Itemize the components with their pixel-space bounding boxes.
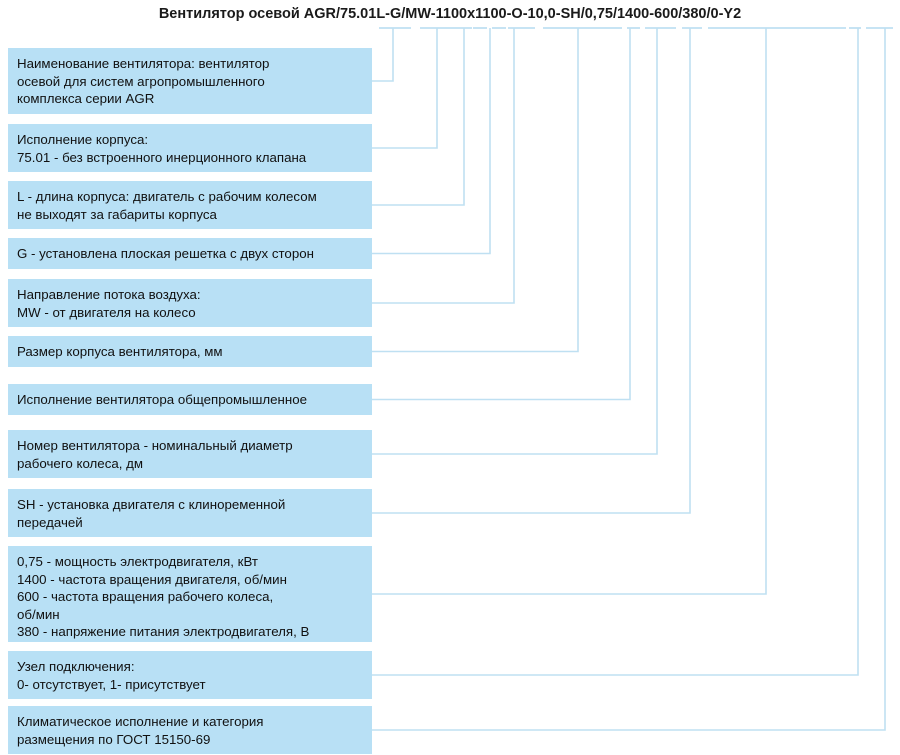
callout-box-flat-grille: G - установлена плоская решетка с двух с…	[8, 238, 372, 269]
callout-box-airflow-direction: Направление потока воздуха: MW - от двига…	[8, 279, 372, 327]
connector-general-industrial	[372, 28, 631, 401]
connector-climate-version	[372, 28, 886, 731]
callout-box-belt-drive: SH - установка двигателя с клиноременной…	[8, 489, 372, 537]
callout-line: размещения по ГОСТ 15150-69	[17, 731, 211, 747]
callout-line: об/мин	[17, 606, 60, 622]
connector-motor-params	[372, 28, 767, 595]
callout-line: L - длина корпуса: двигатель с рабочим к…	[17, 189, 317, 204]
callout-line: комплекса серии AGR	[17, 91, 155, 106]
callout-line: Номер вентилятора - номинальный диаметр	[17, 438, 293, 453]
callout-box-fan-number: Номер вентилятора - номинальный диаметр р…	[8, 430, 372, 478]
callout-box-motor-params: 0,75 - мощность электродвигателя, кВт 140…	[8, 546, 372, 642]
callout-line: осевой для систем агропромышленного	[17, 73, 265, 89]
callout-line: 0,75 - мощность электродвигателя, кВт	[17, 554, 258, 569]
connector-fan-number	[372, 28, 658, 455]
connector-housing-version	[372, 28, 438, 149]
callout-line: Климатическое исполнение и категория	[17, 714, 264, 729]
callout-line: SH - установка двигателя с клиноременной	[17, 497, 286, 512]
connector-housing-length	[372, 28, 465, 206]
callout-line: Исполнение вентилятора общепромышленное	[17, 392, 307, 407]
callout-box-housing-version: Исполнение корпуса: 75.01 - без встроенно…	[8, 124, 372, 172]
page-title: Вентилятор осевой AGR/75.01L-G/MW-1100x1…	[158, 6, 742, 22]
callout-line: рабочего колеса, дм	[17, 455, 144, 471]
callout-line: 600 - частота вращения рабочего колеса,	[17, 589, 274, 604]
callout-line: не выходят за габариты корпуса	[17, 206, 217, 222]
callout-box-housing-size: Размер корпуса вентилятора, мм	[8, 336, 372, 367]
callout-box-name: Наименование вентилятора: вентилятор осев…	[8, 48, 372, 114]
callout-line: 0- отсутствует, 1- присутствует	[17, 676, 206, 692]
callout-line: Направление потока воздуха:	[17, 287, 201, 302]
callout-line: передачей	[17, 514, 83, 530]
callout-line: Узел подключения:	[17, 659, 135, 674]
callout-line: Размер корпуса вентилятора, мм	[17, 344, 223, 359]
callout-box-housing-length: L - длина корпуса: двигатель с рабочим к…	[8, 181, 372, 229]
callout-line: 75.01 - без встроенного инерционного кла…	[17, 149, 307, 165]
callout-line: G - установлена плоская решетка с двух с…	[17, 246, 314, 261]
connector-housing-size	[372, 28, 579, 353]
connector-flat-grille	[372, 28, 491, 255]
connector-airflow-direction	[372, 28, 515, 304]
connector-name	[372, 28, 394, 82]
callout-line: Исполнение корпуса:	[17, 132, 149, 147]
callout-line: 1400 - частота вращения двигателя, об/ми…	[17, 571, 287, 587]
callout-box-connection-unit: Узел подключения: 0- отсутствует, 1- прис…	[8, 651, 372, 699]
connector-belt-drive	[372, 28, 691, 514]
connector-connection-unit	[372, 28, 859, 676]
callout-line: 380 - напряжение питания электродвигател…	[17, 624, 310, 639]
callout-box-climate-version: Климатическое исполнение и категория разм…	[8, 706, 372, 754]
callout-line: MW - от двигателя на колесо	[17, 304, 196, 320]
callout-box-general-industrial: Исполнение вентилятора общепромышленное	[8, 384, 372, 415]
callout-line: Наименование вентилятора: вентилятор	[17, 56, 270, 71]
